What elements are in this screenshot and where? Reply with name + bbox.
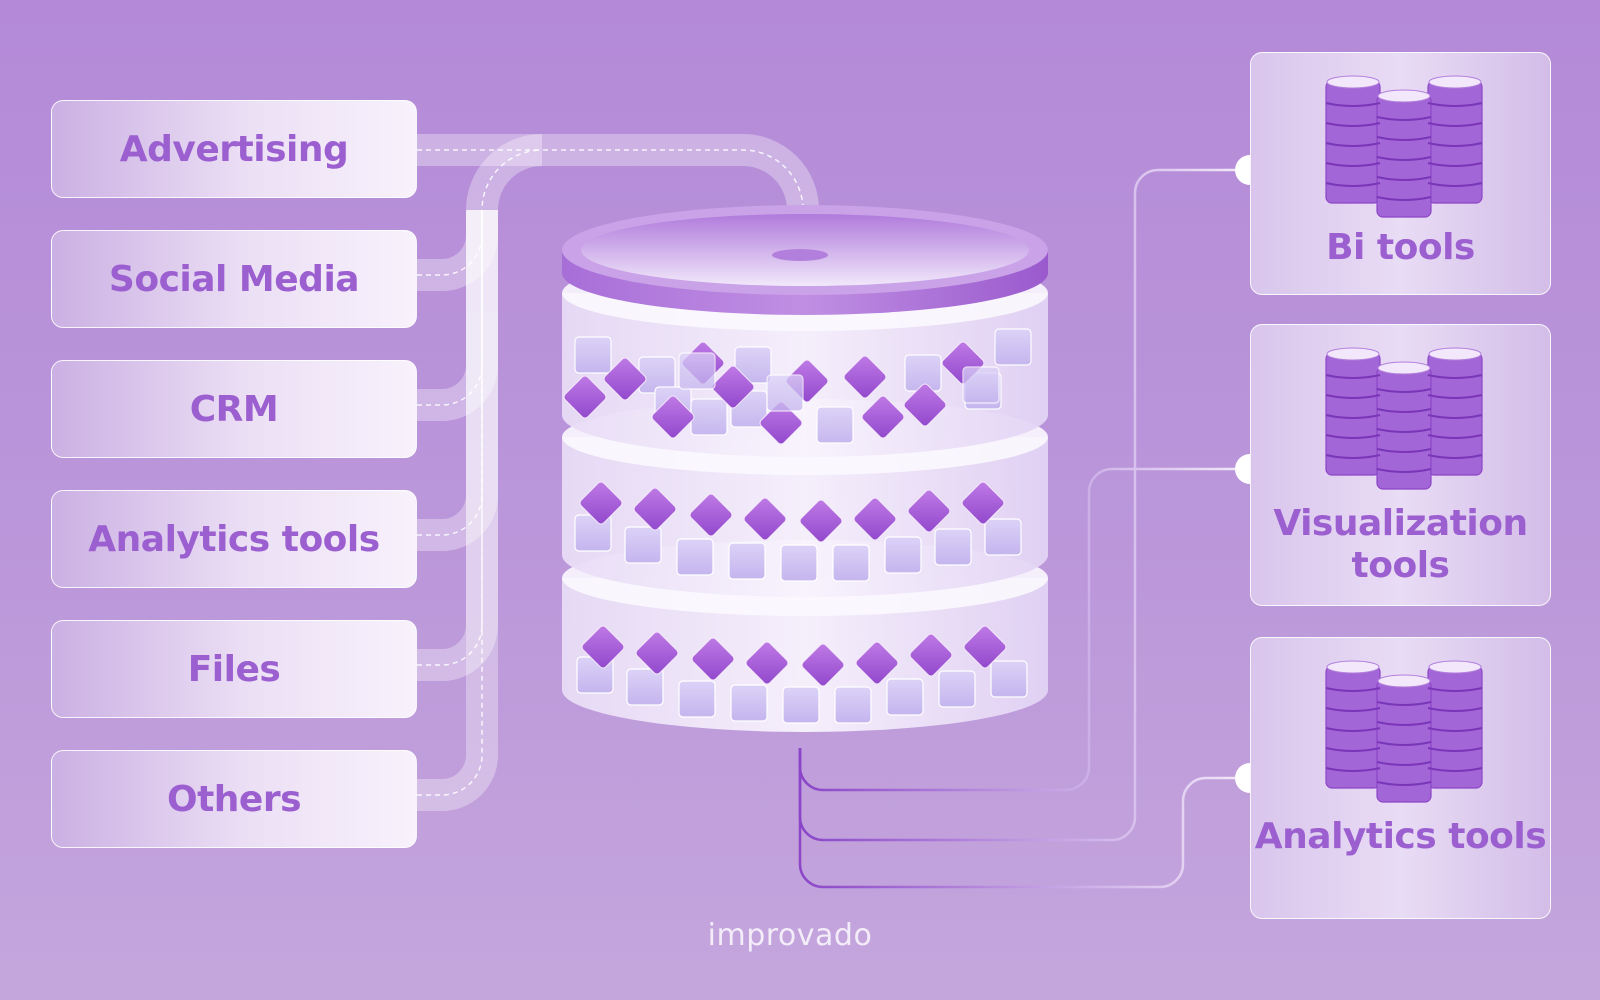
- destination-label: Analytics tools: [1254, 816, 1547, 857]
- destination-visualization-tools: Visualization tools: [1250, 324, 1551, 606]
- pipe-others: [417, 210, 498, 811]
- source-advertising: Advertising: [51, 100, 417, 198]
- database-stack-icon: [1325, 660, 1483, 803]
- database-stack-icon: [1325, 75, 1483, 218]
- warehouse-tier-1: [562, 255, 1048, 457]
- data-warehouse-icon: [562, 205, 1048, 732]
- warehouse-lid: [562, 205, 1048, 315]
- source-files: Files: [51, 620, 417, 718]
- source-social-media: Social Media: [51, 230, 417, 328]
- source-label: Files: [187, 648, 281, 690]
- destination-analytics-tools: Analytics tools: [1250, 637, 1551, 919]
- source-crm: CRM: [51, 360, 417, 458]
- source-label: Analytics tools: [88, 518, 380, 560]
- source-label: Others: [166, 778, 302, 820]
- destination-label: Bi tools: [1326, 227, 1475, 268]
- link-to-visualization-tools: [798, 467, 1240, 792]
- database-stack-icon: [1325, 347, 1483, 490]
- source-label: CRM: [189, 388, 279, 430]
- brand-logo: improvado: [707, 918, 873, 953]
- destination-label: Visualization tools: [1273, 503, 1528, 586]
- link-to-analytics-tools: [798, 748, 1240, 889]
- source-others: Others: [51, 750, 417, 848]
- source-label: Social Media: [108, 258, 360, 300]
- source-label: Advertising: [119, 128, 349, 170]
- destination-bi-tools: Bi tools: [1250, 52, 1551, 295]
- source-analytics-tools: Analytics tools: [51, 490, 417, 588]
- link-to-bi-tools: [798, 168, 1240, 842]
